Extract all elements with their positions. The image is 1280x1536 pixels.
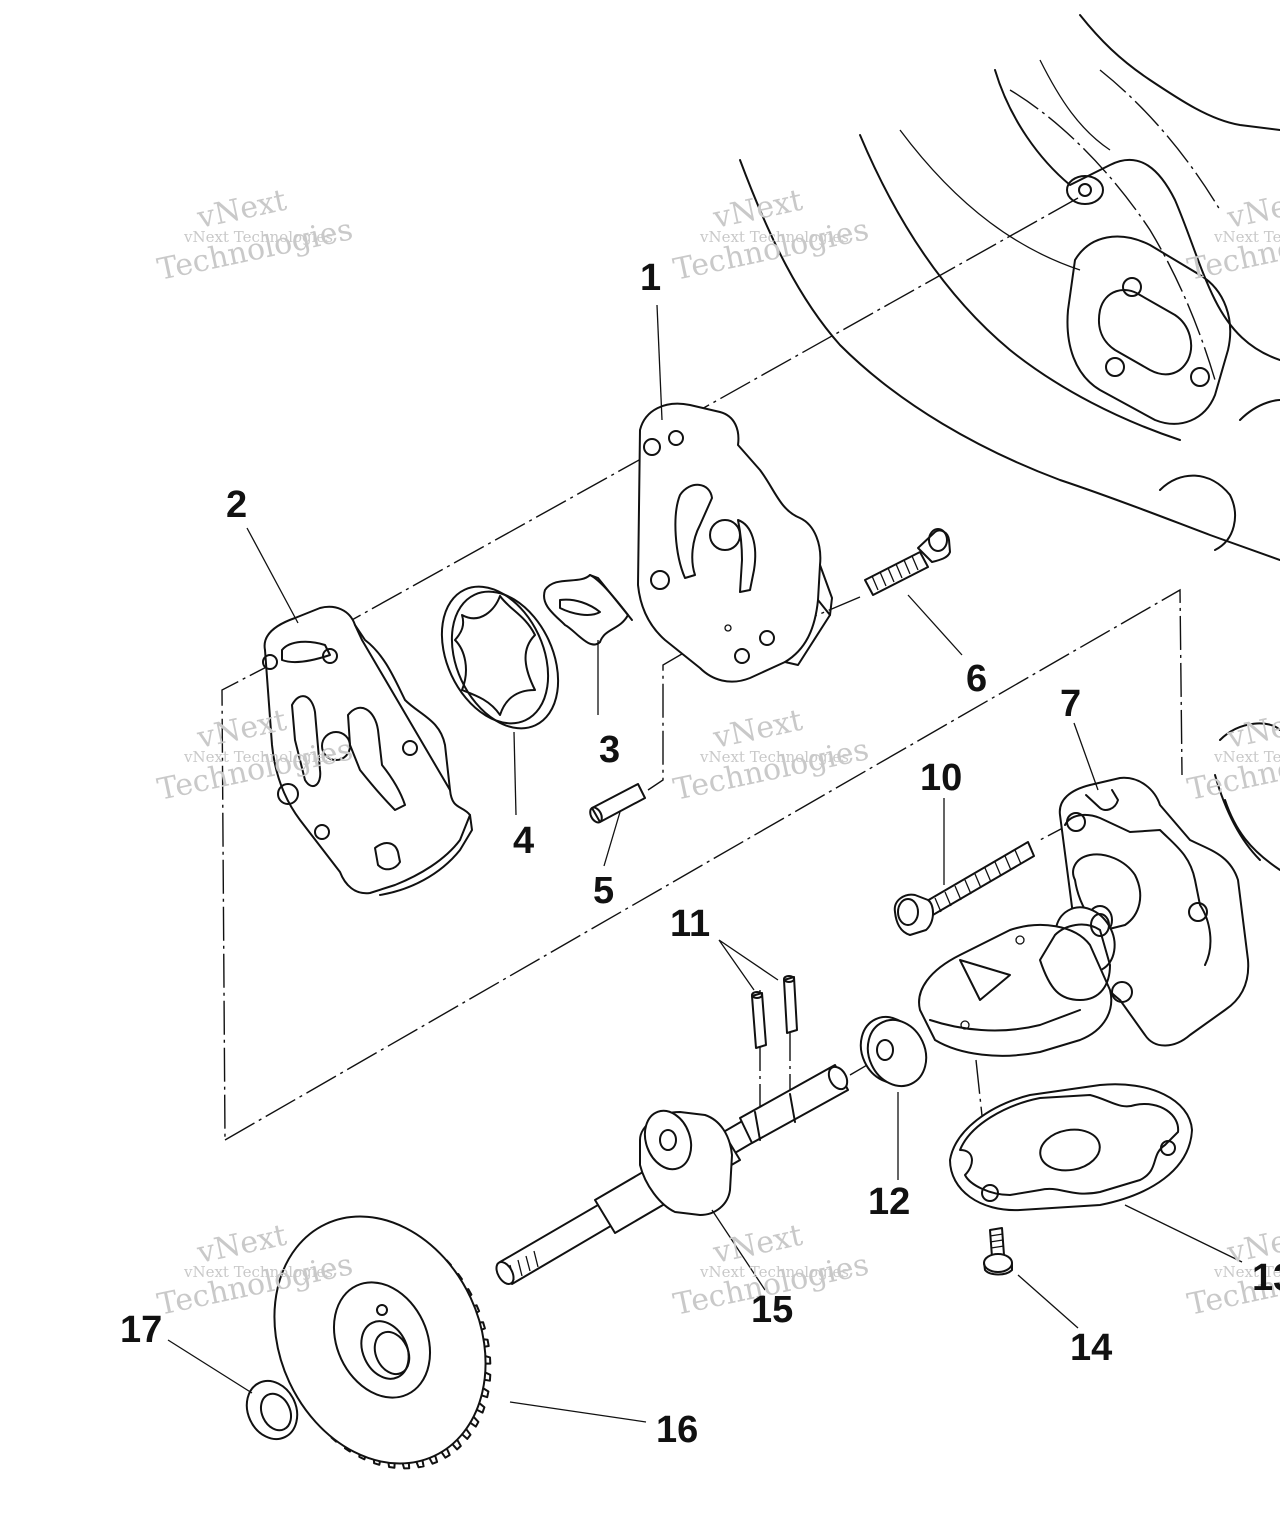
part-17-snap-ring (245, 1379, 299, 1441)
callout-17: 17 (120, 1309, 162, 1351)
watermark-line1: vNext Technologies (699, 228, 849, 246)
callout-2: 2 (226, 484, 247, 526)
part-15-pump-shaft (495, 1064, 849, 1285)
watermark-line1: vNext Technologies (699, 748, 849, 766)
part-5-dowel-pin (589, 783, 646, 824)
part-6-bolt (864, 528, 951, 596)
watermark-line1: vNext Technologies (699, 1263, 849, 1281)
engine-case (739, 14, 1280, 871)
callout-5: 5 (593, 870, 614, 912)
leader-lines (167, 304, 1243, 1423)
part-13-strainer-plate (949, 1083, 1193, 1212)
callout-12: 12 (868, 1181, 910, 1223)
part-11-pins (751, 975, 798, 1049)
watermark-line1: vNext Technologies (1213, 748, 1280, 766)
part-4-outer-rotor (440, 585, 560, 730)
callout-11: 11 (670, 903, 710, 945)
watermark-line1: vNext Technologies (1213, 1263, 1280, 1281)
watermark-line1: vNext Technologies (183, 748, 333, 766)
callout-1: 1 (640, 257, 661, 299)
callout-16: 16 (656, 1409, 698, 1451)
callout-3: 3 (599, 729, 620, 771)
watermark-line1: vNext Technologies (183, 1263, 333, 1281)
part-10-long-bolt (893, 841, 1035, 936)
callout-6: 6 (966, 658, 987, 700)
part-3-inner-rotor (543, 574, 633, 646)
callout-10: 10 (920, 757, 962, 799)
callouts: 1 2 3 4 5 6 7 10 11 12 13 14 15 16 17 (120, 257, 1280, 1451)
callout-13: 13 (1252, 1257, 1280, 1299)
callout-7: 7 (1060, 683, 1081, 725)
callout-15: 15 (751, 1289, 793, 1331)
part-7-pump-housing (918, 776, 1250, 1057)
part-12-washer (859, 1015, 928, 1088)
part-14-screw (983, 1227, 1013, 1276)
callout-14: 14 (1070, 1327, 1112, 1369)
part-16-drive-gear (273, 1215, 492, 1470)
watermark-line1: vNext Technologies (1213, 228, 1280, 246)
part-2-pump-body (262, 605, 473, 896)
watermark-line1: vNext Technologies (183, 228, 333, 246)
callout-4: 4 (513, 820, 534, 862)
part-1-pump-cover (637, 402, 833, 683)
